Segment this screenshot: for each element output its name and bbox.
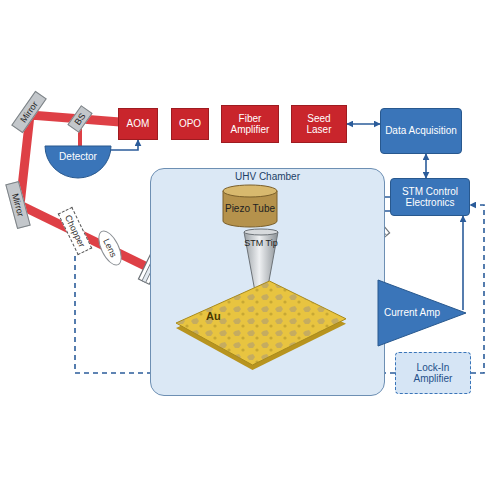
- laser-box: OPO: [171, 108, 209, 140]
- signal-connector: [462, 216, 464, 310]
- node-label: Lock-In Amplifier: [398, 362, 468, 385]
- detector-shape: Detector: [45, 146, 111, 178]
- node-label: Fiber Amplifier: [224, 113, 276, 136]
- node-label: Seed Laser: [294, 113, 344, 136]
- cylinder-top: [223, 185, 277, 197]
- node-label: Current Amp: [384, 307, 440, 319]
- electronics-box: Data Acquisition: [380, 108, 462, 154]
- electronics-box: STM Control Electronics: [390, 178, 470, 216]
- amplifier-body: [378, 280, 466, 346]
- beam-splitter: BS: [67, 105, 92, 133]
- laser-box: Seed Laser: [291, 105, 347, 143]
- piezo-tube: Piezo Tube: [223, 185, 277, 227]
- node-label: Mirror: [10, 192, 26, 217]
- gold-sample-outline: [176, 281, 346, 365]
- chopper-box: Chopper: [58, 207, 93, 255]
- signal-connector: [347, 123, 380, 125]
- laser-box: AOM: [118, 108, 158, 140]
- node-label: Detector: [59, 151, 97, 163]
- node-label: BS: [72, 111, 87, 127]
- node-label: STM Tip: [244, 238, 278, 248]
- gold-sample: Au: [176, 281, 346, 365]
- mirror-plate: Mirror: [5, 181, 30, 229]
- vacuum-chamber: UHV ChamberPiezo TubeSTM TipAu: [150, 168, 385, 396]
- chamber-title: UHV Chamber: [235, 171, 300, 183]
- detector-body: [45, 146, 111, 178]
- node-label: Lens: [101, 237, 119, 259]
- signal-connector: [425, 154, 427, 178]
- amplifier-triangle: Current Amp: [378, 280, 466, 346]
- node-label: OPO: [179, 118, 201, 130]
- node-label: Mirror: [18, 99, 40, 124]
- node-label: Chopper: [63, 213, 87, 249]
- lens-shape: Lens: [94, 227, 127, 269]
- node-label: Au: [206, 310, 221, 323]
- node-label: STM Control Electronics: [393, 186, 467, 209]
- tip-top: [244, 229, 278, 235]
- signal-connector: [108, 140, 138, 150]
- laser-box: Fiber Amplifier: [221, 105, 279, 143]
- gold-surface: [176, 281, 346, 365]
- node-label: Data Acquisition: [385, 125, 457, 137]
- node-label: Piezo Tube: [225, 203, 275, 215]
- signal-connector: [470, 205, 484, 373]
- node-label: AOM: [127, 118, 150, 130]
- lockin-box: Lock-In Amplifier: [395, 352, 471, 394]
- mirror-plate: Mirror: [11, 91, 47, 133]
